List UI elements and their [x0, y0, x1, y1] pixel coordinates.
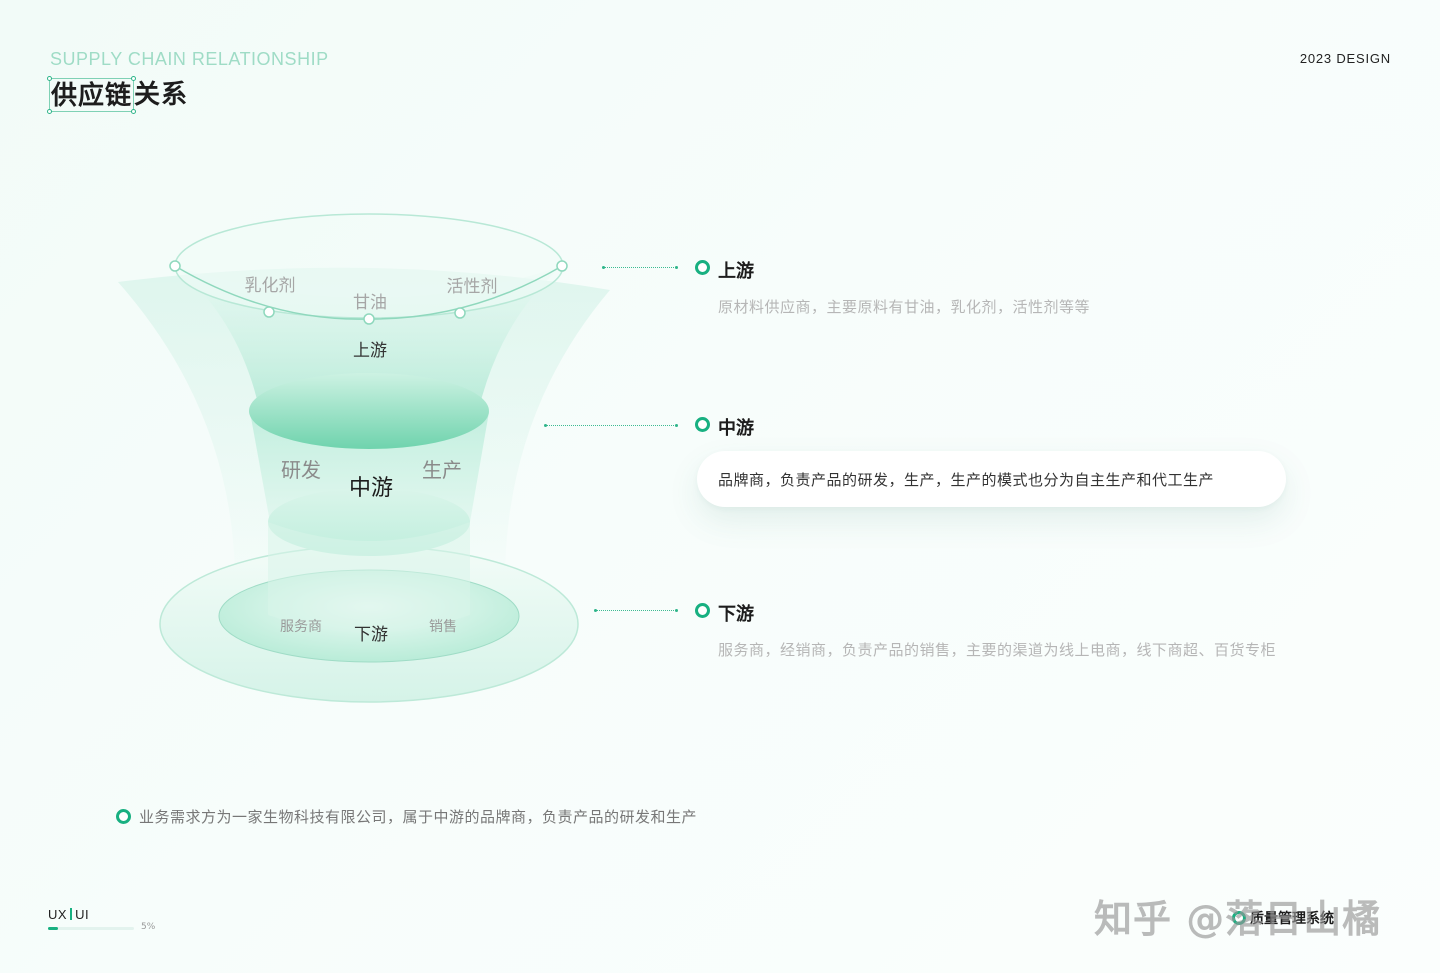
connector-downstream	[594, 609, 678, 612]
funnel-label-upstream: 上游	[353, 341, 387, 361]
subtitle-en: SUPPLY CHAIN RELATIONSHIP	[50, 49, 329, 69]
ux-text: UX	[48, 907, 68, 922]
title-selection-box[interactable]: 供应链	[47, 76, 137, 114]
watermark: 知乎 @落日山橘	[1094, 897, 1382, 941]
brand-text: 质量管理系统	[1250, 911, 1334, 927]
connector-midstream	[544, 424, 678, 427]
page-title: 供应链 关系	[47, 76, 189, 114]
funnel-label-emulsifier: 乳化剂	[244, 276, 296, 296]
ring-bullet-icon	[695, 260, 710, 275]
upstream-desc: 原材料供应商，主要原料有甘油，乳化剂，活性剂等等	[718, 298, 1091, 316]
ring-bullet-icon	[695, 417, 710, 432]
ux-ui-label: UX UI	[48, 907, 89, 922]
rim-dot-icon	[169, 260, 181, 272]
ring-bullet-icon	[1232, 911, 1246, 925]
brand-mark: 质量管理系统	[1232, 908, 1334, 928]
ring-bullet-icon	[116, 809, 131, 824]
selection-handle-icon[interactable]	[47, 109, 52, 114]
progress-fill	[48, 927, 59, 930]
selection-handle-icon[interactable]	[131, 109, 137, 114]
rim-dot-icon	[454, 307, 466, 319]
rim-dot-icon	[363, 313, 375, 325]
ui-text: UI	[75, 907, 90, 922]
midstream-card: 品牌商，负责产品的研发，生产，生产的模式也分为自主生产和代工生产	[697, 451, 1286, 507]
selection-handle-icon[interactable]	[131, 76, 137, 81]
funnel-label-production: 生产	[422, 458, 462, 482]
funnel-label-sales: 销售	[429, 619, 457, 635]
midstream-title: 中游	[718, 418, 754, 439]
rim-dot-icon	[556, 260, 568, 272]
year-label: 2023 DESIGN	[1299, 51, 1391, 66]
business-note: 业务需求方为一家生物科技有限公司，属于中游的品牌商，负责产品的研发和生产	[139, 808, 698, 826]
ring-bullet-icon	[695, 603, 710, 618]
divider-bar	[70, 908, 73, 920]
funnel-label-service: 服务商	[280, 619, 322, 635]
funnel-label-surfactant: 活性剂	[446, 277, 498, 297]
downstream-title: 下游	[718, 604, 754, 625]
title-selected-text[interactable]: 供应链	[51, 81, 133, 111]
progress-bar	[48, 927, 134, 930]
progress-label: 5%	[141, 922, 156, 932]
downstream-desc: 服务商，经销商，负责产品的销售，主要的渠道为线上电商，线下商超、百货专柜	[718, 641, 1277, 659]
upstream-title: 上游	[718, 261, 754, 282]
funnel-label-downstream: 下游	[354, 625, 388, 645]
rim-dot-icon	[263, 306, 275, 318]
selection-handle-icon[interactable]	[47, 76, 52, 81]
funnel-stem	[268, 522, 470, 633]
connector-upstream	[602, 266, 678, 269]
funnel-label-glycerin: 甘油	[353, 293, 387, 313]
midstream-desc: 品牌商，负责产品的研发，生产，生产的模式也分为自主生产和代工生产	[718, 471, 1215, 489]
funnel-label-midstream: 中游	[348, 476, 394, 501]
funnel-label-rd: 研发	[281, 458, 321, 482]
title-rest-text: 关系	[134, 80, 189, 110]
funnel-mid-disk	[249, 373, 489, 449]
